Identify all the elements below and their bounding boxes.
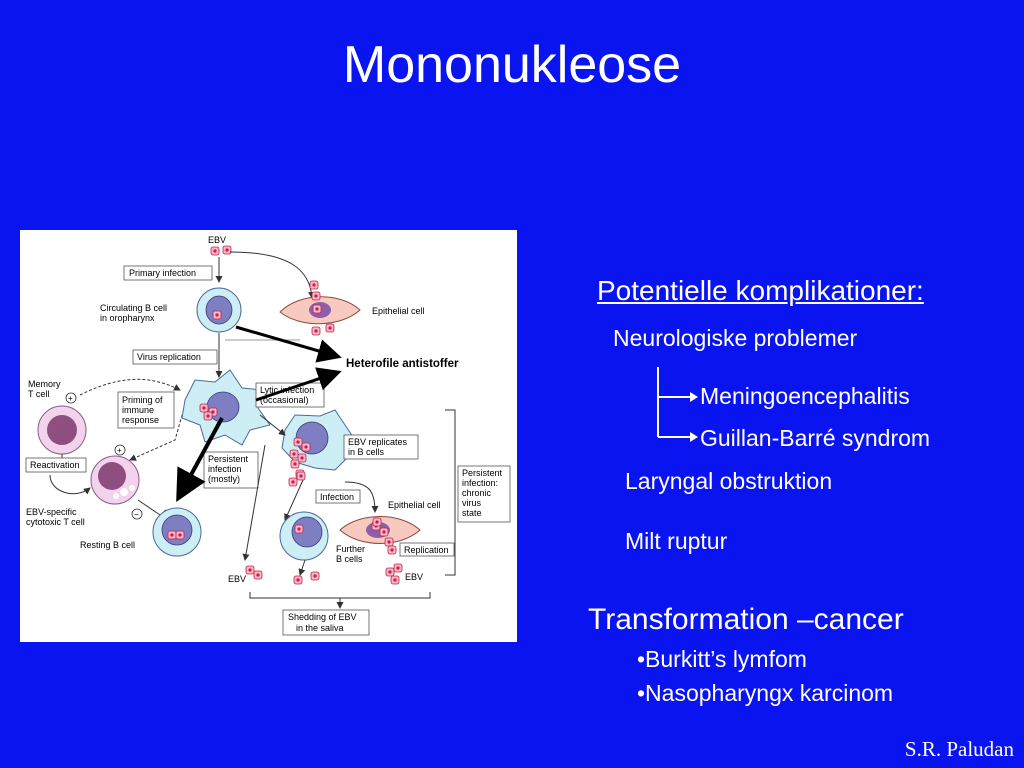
svg-text:chronic: chronic [462, 488, 492, 498]
svg-text:Persistent: Persistent [462, 468, 503, 478]
spleen-rupture: Milt ruptur [625, 528, 728, 554]
primary-infection-box [123, 265, 213, 281]
svg-text:immune: immune [122, 405, 154, 415]
laryngal-obstruction: Laryngal obstruktion [625, 468, 833, 494]
ebv-top-label: EBV [208, 235, 226, 245]
svg-text:in oropharynx: in oropharynx [100, 313, 155, 323]
epithelial-cell-bottom-label: Epithelial cell [388, 500, 441, 510]
meningoencephalitis: Meningoencephalitis [700, 383, 910, 409]
svg-text:state: state [462, 508, 482, 518]
epithelial-cell-top-label: Epithelial cell [372, 306, 425, 316]
persistent-state-box [457, 465, 511, 523]
svg-text:Infection: Infection [320, 492, 354, 502]
virus-replication-label: Virus replication [137, 352, 201, 362]
svg-text:response: response [122, 415, 159, 425]
shedding-box [282, 609, 370, 636]
arrow-to-heterofile-1 [235, 325, 342, 363]
svg-text:Persistent: Persistent [208, 454, 249, 464]
slide-title: Mononukleose [342, 36, 682, 94]
ebv-right-label: EBV [405, 572, 423, 582]
ebv-lifecycle-diagram: EBV Primary infection Circulating B cell… [20, 230, 517, 642]
svg-text:Reactivation: Reactivation [30, 460, 80, 470]
arrow-to-resting-b-cell [176, 417, 224, 503]
svg-text:Priming of: Priming of [122, 395, 163, 405]
primary-infection-label: Primary infection [129, 268, 196, 278]
further-b-cells-label: Further [336, 544, 365, 554]
reactivation-box [25, 457, 87, 473]
guillain-barre: Guillan-Barré syndrom [700, 425, 931, 451]
infection-box [315, 489, 361, 504]
svg-text:+: + [117, 446, 122, 455]
resting-b-cell-label: Resting B cell [80, 540, 135, 550]
circulating-b-cell-label: Circulating B cell [100, 303, 167, 313]
svg-text:−: − [134, 510, 139, 519]
transformation-heading: Transformation –cancer [588, 603, 904, 636]
burkitt-item: •Burkitt’s lymfom [637, 646, 807, 672]
svg-text:+: + [68, 394, 73, 403]
memory-t-cell-label: Memory [28, 379, 61, 389]
svg-text:in B cells: in B cells [348, 447, 385, 457]
svg-text:Shedding of EBV: Shedding of EBV [288, 612, 357, 622]
ebv-left-label: EBV [228, 574, 246, 584]
cytotoxic-t-cell-label: EBV-specific [26, 507, 77, 517]
arrow-to-heterofile-2 [255, 367, 342, 402]
svg-text:(occasional): (occasional) [260, 395, 309, 405]
priming-box [117, 391, 175, 429]
heterofile-label: Heterofile antistoffer [346, 358, 459, 370]
ebv-replicates-box [343, 434, 419, 460]
svg-text:virus: virus [462, 498, 482, 508]
svg-text:cytotoxic T cell: cytotoxic T cell [26, 517, 85, 527]
svg-text:infection: infection [208, 464, 242, 474]
replication-box [399, 542, 455, 557]
svg-text:in the saliva: in the saliva [296, 623, 344, 633]
virus-replication-box [132, 349, 218, 365]
svg-text:B cells: B cells [336, 554, 363, 564]
complications-heading: Potentielle komplikationer: [597, 275, 924, 306]
svg-text:T cell: T cell [28, 389, 49, 399]
svg-text:(mostly): (mostly) [208, 474, 240, 484]
author-credit: S.R. Paludan [904, 737, 1014, 761]
svg-text:EBV replicates: EBV replicates [348, 437, 408, 447]
svg-text:infection:: infection: [462, 478, 498, 488]
neuro-branch-arrows [657, 367, 698, 442]
nasopharynx-item: •Nasopharyngx karcinom [637, 680, 894, 706]
persistent-infection-box [203, 451, 259, 489]
neuro-problems: Neurologiske problemer [613, 325, 858, 351]
svg-text:Replication: Replication [404, 545, 449, 555]
